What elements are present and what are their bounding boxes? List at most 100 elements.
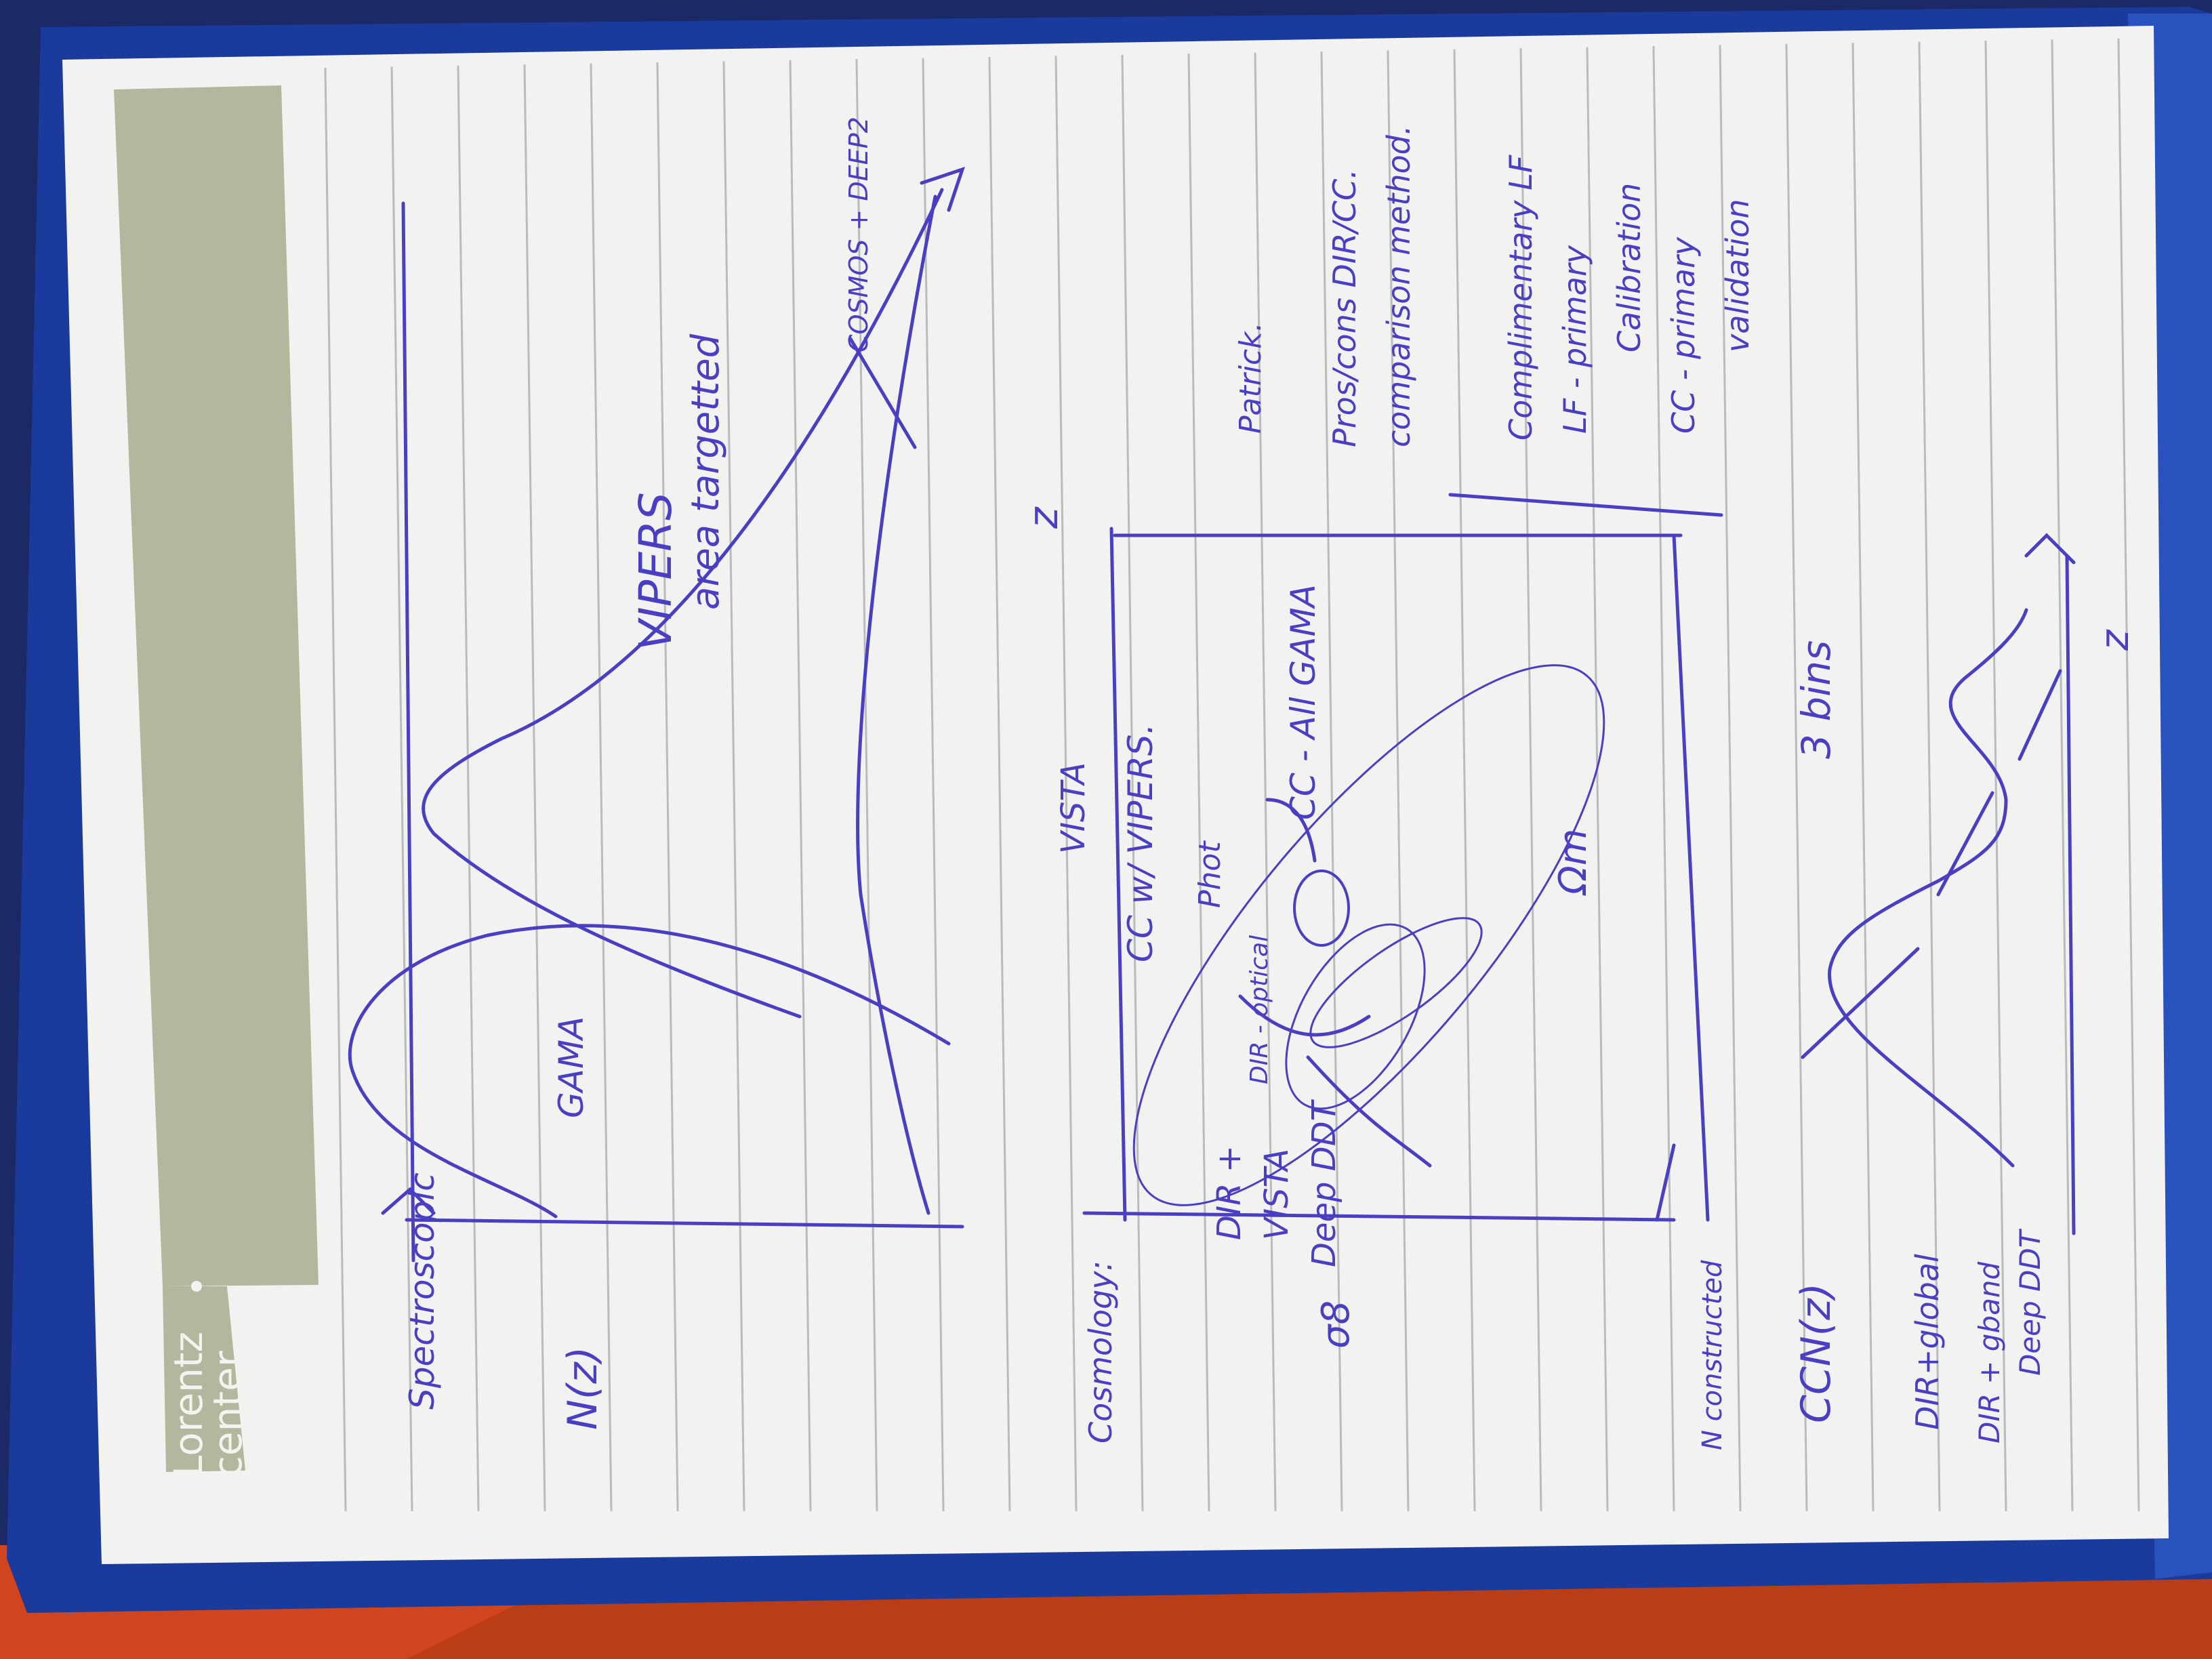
vipers-curve (422, 188, 944, 1019)
bottom-y-label: N constructed (1697, 1260, 1728, 1450)
dir-gband-label-2: Deep DDT (2013, 1228, 2047, 1376)
logo-line-2: center (205, 1351, 251, 1477)
top-y-label: N(z) (559, 1347, 607, 1430)
middle-y-label: Cosmology: (1082, 1261, 1119, 1443)
ruled-line (2117, 38, 2140, 1512)
ruled-line (1121, 54, 1144, 1512)
middle-y-axis (1109, 527, 1127, 1222)
gama-label: GAMA (552, 1017, 591, 1118)
ruled-line (1387, 50, 1410, 1512)
ruled-line (390, 66, 413, 1512)
top-x-label: z (1020, 506, 1067, 529)
ruled-line (789, 60, 812, 1512)
note-comp-3: Calibration (1611, 183, 1647, 352)
bin-line-3 (2018, 669, 2062, 761)
ruled-line (1851, 43, 1875, 1512)
ccn-label: CCN(z) (1793, 1283, 1840, 1423)
ruled-line (988, 56, 1011, 1512)
cosmos-pointer (848, 337, 917, 449)
note-comp-1: Complimentary LF (1502, 155, 1539, 441)
ruled-line (1918, 41, 1941, 1512)
lorentz-logo: Lorentz center (165, 1332, 251, 1477)
right-column-notes: Patrick. Pros/cons DIR/CC. comparison me… (1233, 125, 1756, 447)
dir-vista-label-1: DIR + (1210, 1145, 1248, 1240)
vista-label: VISTA (1054, 762, 1092, 854)
middle-divider (1448, 493, 1723, 517)
logo-line-1: Lorentz (165, 1332, 211, 1477)
phot-ellipse (1293, 869, 1350, 947)
ruled-line (656, 62, 679, 1512)
ruled-line (324, 67, 347, 1512)
bottom-panel-labels: N constructed CCN(z) DIR+global DIR + gb… (1697, 629, 2137, 1450)
ruled-line (922, 58, 945, 1512)
vipers-label: VIPERS (630, 492, 682, 651)
omega-label: Ωm (1551, 829, 1595, 896)
ruled-line (523, 64, 546, 1512)
note-cc-2: validation (1719, 199, 1756, 352)
ruled-line (1453, 49, 1476, 1512)
dir-ellipse (1309, 917, 1483, 1048)
ruled-line (590, 63, 613, 1512)
top-sketch (348, 167, 965, 1263)
bottom-sketch (1655, 533, 2076, 1235)
middle-x-axis (1082, 1211, 1676, 1222)
vipers-area-label: area targetted (684, 333, 728, 610)
dir-vista-label-2: VISTA (1258, 1149, 1296, 1240)
bottom-x-label: z (2091, 629, 2137, 651)
dir-gband-label-1: DIR + gband (1973, 1262, 2006, 1443)
middle-box-right (1672, 533, 1710, 1222)
note-pros-2: comparison method. (1380, 125, 1417, 447)
bin-line-2 (1936, 791, 1994, 897)
bottom-y-axis (1655, 1143, 1676, 1222)
ruled-line (1785, 43, 1808, 1512)
cc-all-label: CC - All GAMA (1284, 584, 1323, 820)
logo-dot (191, 1281, 202, 1292)
dir-vista-label-3: Deep DDT (1305, 1099, 1343, 1267)
ruled-line (457, 65, 480, 1512)
note-comp-2: LF - primary (1557, 245, 1593, 434)
top-z-arrow (920, 167, 965, 212)
ruled-line (1652, 45, 1675, 1512)
ruled-line (1586, 47, 1609, 1512)
vista-ellipse (1285, 923, 1426, 1110)
top-y-axis (401, 201, 415, 1263)
note-patrick: Patrick. (1233, 322, 1268, 434)
ruled-line (1519, 48, 1542, 1512)
cosmos-label: COSMOS + DEEP2 (844, 117, 874, 352)
top-x-axis (405, 1218, 964, 1229)
ruled-line (1187, 54, 1210, 1512)
bins-label: 3 bins (1793, 640, 1839, 759)
header-band (114, 85, 319, 1286)
middle-panel-labels: Cosmology: σ8 VISTA CC w/ VIPERS. CC - A… (1054, 584, 1595, 1443)
sigma-label: σ8 (1314, 1300, 1358, 1349)
phot-pointer (1265, 798, 1317, 863)
ruled-line (722, 61, 745, 1512)
cc-vipers-label: CC w/ VIPERS. (1121, 724, 1160, 962)
dir-global-label: DIR+global (1909, 1254, 1946, 1430)
cc-pointer (1238, 994, 1371, 1037)
dir-optical-label: DIR - optical (1246, 935, 1273, 1084)
ruled-line (1719, 45, 1742, 1512)
note-pros-1: Pros/cons DIR/CC. (1326, 169, 1363, 447)
gama-curve (348, 924, 951, 1218)
phot-label: Phot (1193, 840, 1227, 908)
ruled-line (1320, 51, 1343, 1512)
bottom-z-arrow (2024, 533, 2076, 565)
ruled-line (2051, 39, 2074, 1512)
top-y-axis-label: Spectroscopic (403, 1172, 442, 1410)
ruled-line (1254, 52, 1277, 1512)
top-panel-labels: Spectroscopic N(z) GAMA VIPERS area targ… (403, 117, 1067, 1430)
ccn-curve (1828, 608, 2028, 1168)
ruled-line (855, 59, 878, 1512)
bottom-x-axis (2065, 554, 2076, 1235)
note-cc-1: CC - primary (1665, 237, 1702, 434)
header-band-lower (163, 1286, 245, 1472)
ruled-line (1054, 56, 1078, 1512)
top-axis-arrow (381, 1187, 436, 1215)
cc-ellipse (1132, 664, 1605, 1206)
bin-line-1 (1801, 947, 1920, 1059)
ruled-line (1984, 40, 2007, 1512)
dir-pointer (1306, 1055, 1432, 1168)
ruled-lines (324, 38, 2140, 1512)
